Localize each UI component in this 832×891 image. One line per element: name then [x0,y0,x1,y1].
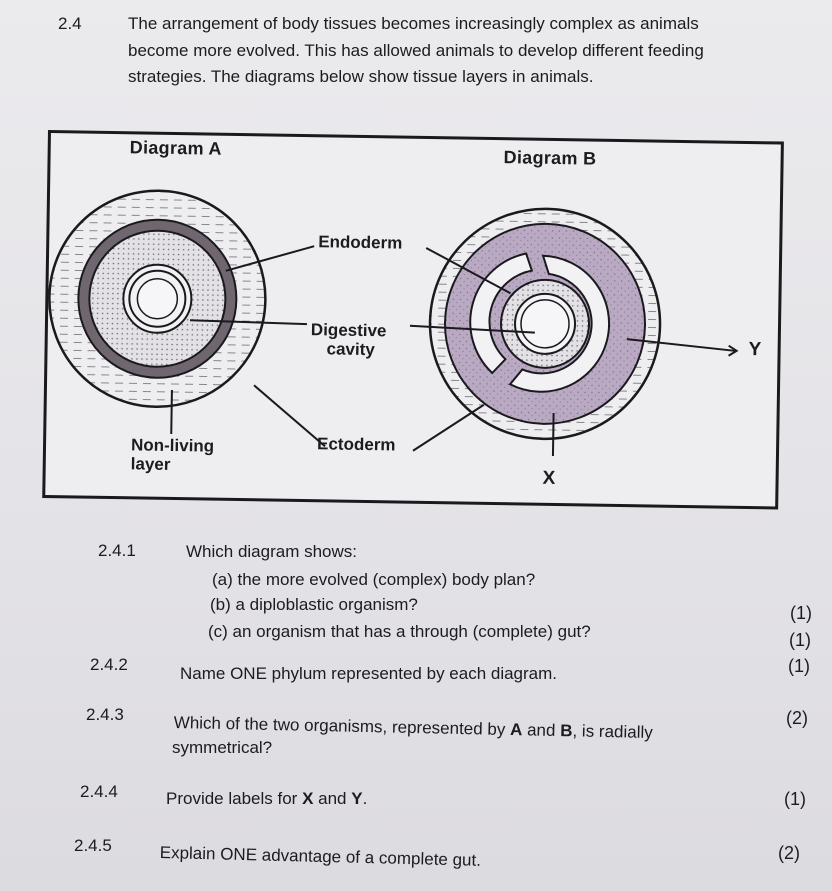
question-2-4-1-c: (c) an organism that has a through (comp… [208,622,591,641]
question-2-4-5-number: 2.4.5 [74,836,112,855]
label-lines [170,245,739,456]
diagram-b [428,207,662,441]
question-2-4-3-text-line-2: symmetrical? [172,738,273,757]
question-2-4-1-a: (a) the more evolved (complex) body plan… [212,570,536,589]
question-2-4-4-text: Provide labels for X and Y. [166,789,368,808]
question-number: 2.4 [58,14,82,33]
question-2-4-1-b: (b) a diploblastic organism? [210,595,418,614]
marks-2-4-4: (2) [778,843,800,863]
diagram-b-title: Diagram B [503,147,597,169]
question-2-4-3-number: 2.4.3 [86,705,124,724]
tissue-layers-figure: Diagram A Diagram B Endoderm Digestive c… [42,130,784,546]
question-2-4-5-text: Explain ONE advantage of a complete gut. [159,842,482,870]
label-cavity: cavity [326,339,375,360]
label-ectoderm: Ectoderm [316,434,396,455]
label-endoderm: Endoderm [318,232,403,253]
marks-2-4-1-b: (1) [789,630,811,650]
question-2-4-2-number: 2.4.2 [90,655,128,674]
diagram-a [48,189,267,408]
marks-2-4-1-a: (1) [790,603,812,623]
label-y: Y [748,339,762,361]
question-2-4-4-number: 2.4.4 [80,782,118,801]
marks-2-4-1-c: (1) [788,656,810,676]
question-2-4-1-number: 2.4.1 [98,541,136,560]
digestive-cavity-a [136,277,179,320]
gut-lumen-b [520,299,570,349]
diagram-a-title: Diagram A [129,137,222,159]
label-layer: layer [130,454,171,474]
label-non-living: Non-living [130,435,215,456]
intro-line-1: The arrangement of body tissues becomes … [128,14,699,33]
tissue-diagrams [48,189,739,456]
label-x: X [542,467,556,490]
body-cavity-b [508,254,610,393]
intro-line-2: become more evolved. This has allowed an… [128,41,704,60]
intro-line-3: strategies. The diagrams below show tiss… [128,67,594,86]
label-digestive: Digestive [310,320,387,341]
marks-2-4-3: (1) [784,789,806,809]
marks-2-4-2: (2) [786,708,808,728]
question-2-4-1-text: Which diagram shows: [186,542,358,561]
question-2-4-2-text: Name ONE phylum represented by each diag… [180,664,558,683]
